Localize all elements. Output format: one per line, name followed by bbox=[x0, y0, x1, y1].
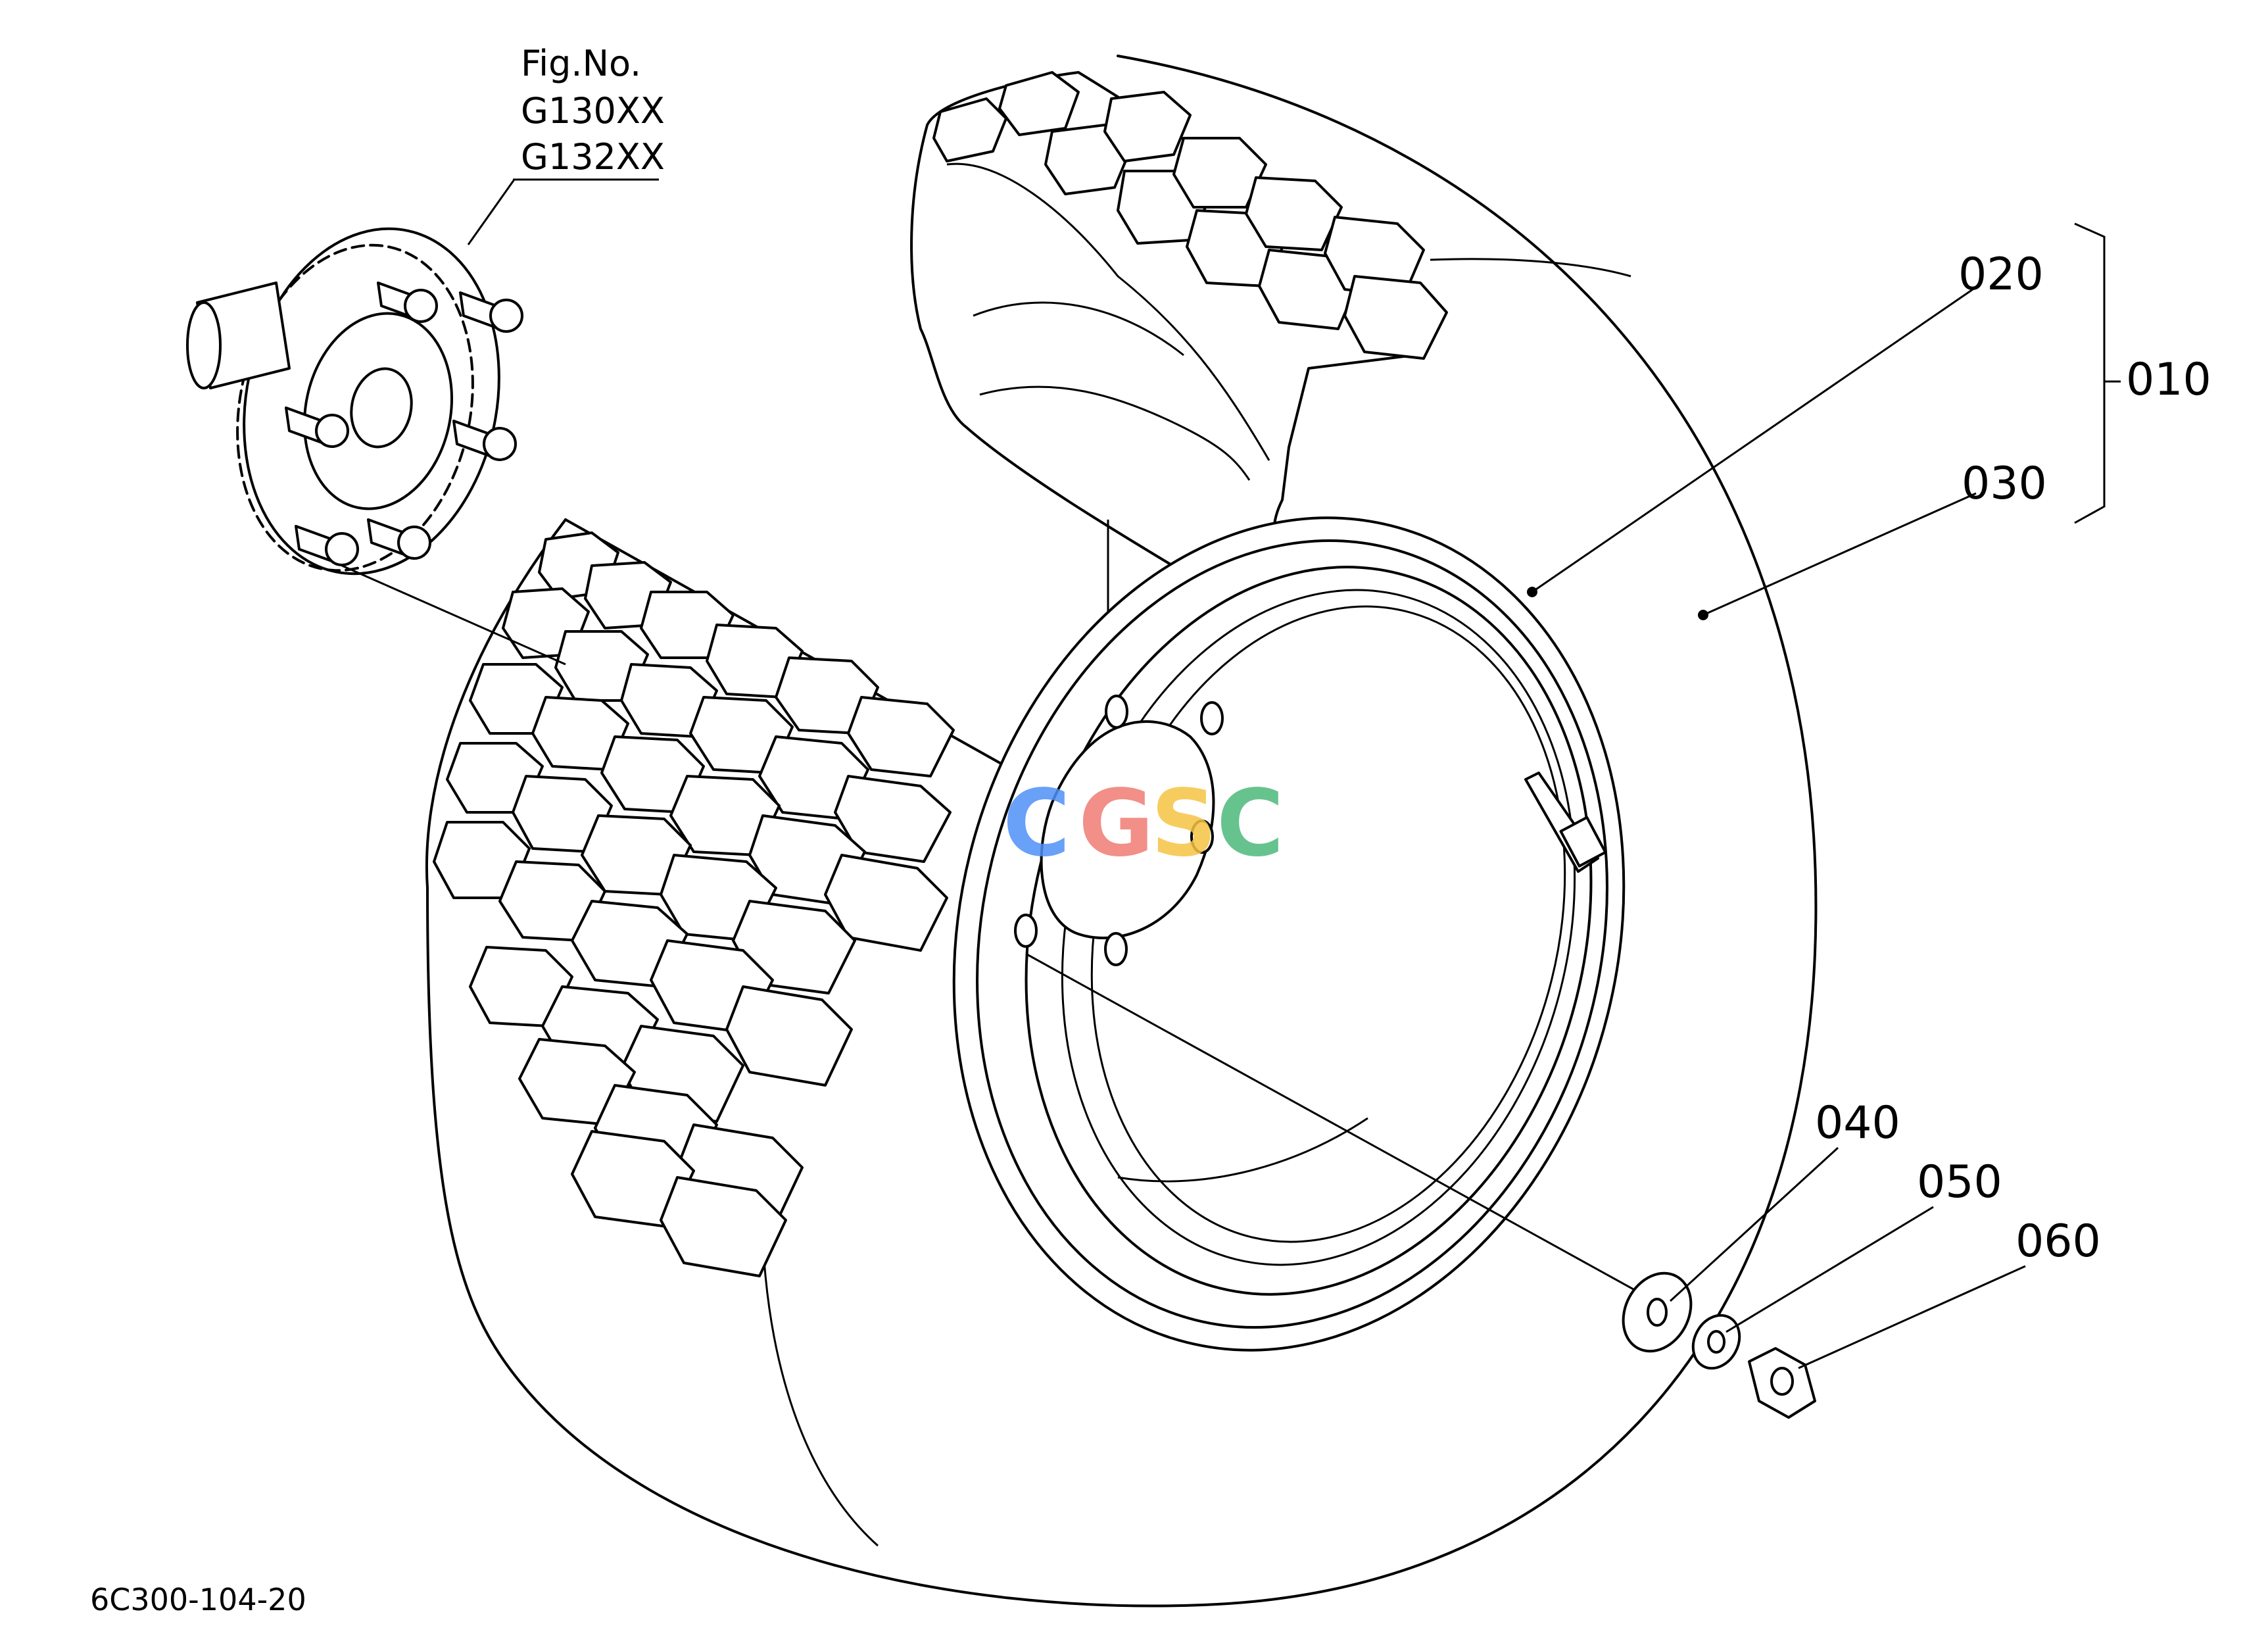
watermark-letter-2: G bbox=[1078, 770, 1154, 877]
figure-number-block: Fig.No. G130XX G132XX bbox=[467, 43, 665, 245]
rim-bolt-hole-2 bbox=[1190, 820, 1214, 854]
rim-bolt-hole-5 bbox=[1105, 695, 1128, 729]
hex-nut-hole bbox=[1770, 1367, 1794, 1396]
callout-010: 010 bbox=[2126, 354, 2211, 406]
rim-center-disc bbox=[1040, 720, 1215, 939]
callout-050: 050 bbox=[1917, 1156, 2002, 1208]
rim-bolt-hole-1 bbox=[1200, 701, 1224, 735]
watermark-letter-1: C bbox=[1003, 770, 1071, 877]
callout-030: 030 bbox=[1962, 458, 2047, 510]
tire-section-treads bbox=[932, 71, 1448, 360]
callout-leaders bbox=[1527, 222, 2121, 1369]
rim-flange-2 bbox=[976, 539, 1608, 1329]
fig-no-label: Fig.No. bbox=[521, 43, 641, 84]
fig-code-2: G132XX bbox=[521, 136, 665, 178]
tire-section-liner-2 bbox=[979, 385, 1251, 481]
hub-studs bbox=[285, 282, 523, 566]
wheel-rim bbox=[952, 516, 1626, 1352]
watermark-logo: C G S C bbox=[1003, 770, 1284, 877]
hub-shaft-end bbox=[186, 301, 222, 389]
fig-code-1: G130XX bbox=[521, 90, 665, 132]
drawing-id: 6C300-104-20 bbox=[90, 1582, 306, 1617]
spring-washer-hole bbox=[1707, 1330, 1725, 1354]
callout-060: 060 bbox=[2015, 1216, 2101, 1267]
rim-bolt-hole-4 bbox=[1014, 914, 1038, 948]
hub-stud-leader bbox=[341, 564, 566, 666]
tire-left-profile bbox=[425, 518, 567, 889]
callout-020: 020 bbox=[1958, 249, 2044, 301]
tire-upper-crease bbox=[1430, 258, 1631, 278]
plain-washer-hole bbox=[1647, 1298, 1668, 1327]
rim-bolt-hole-3 bbox=[1104, 932, 1128, 966]
rim-disc-shading bbox=[1117, 1117, 1368, 1183]
rim-outer-flange bbox=[952, 516, 1626, 1352]
fig-leader-line bbox=[467, 179, 516, 245]
watermark-letter-3: S bbox=[1151, 770, 1217, 877]
bolt-axis-line bbox=[1025, 952, 1658, 1304]
watermark-letter-4: C bbox=[1217, 770, 1284, 877]
tire-outer-contour bbox=[426, 55, 1818, 1608]
callout-040: 040 bbox=[1815, 1097, 1900, 1149]
fastener-stack bbox=[1622, 1271, 1816, 1419]
wheel-hub bbox=[186, 227, 566, 666]
valve-stem bbox=[1524, 772, 1607, 873]
hub-inner-ring bbox=[302, 312, 454, 510]
tire-cross-section bbox=[910, 71, 1448, 704]
tire-section-inner bbox=[946, 162, 1270, 461]
tread-pattern-left bbox=[433, 531, 955, 1277]
tire-section-liner-1 bbox=[973, 301, 1184, 356]
group-bracket bbox=[2074, 222, 2106, 524]
callout-labels: 010 020 030 040 050 060 bbox=[1815, 249, 2211, 1267]
hub-center-bore bbox=[350, 367, 413, 449]
